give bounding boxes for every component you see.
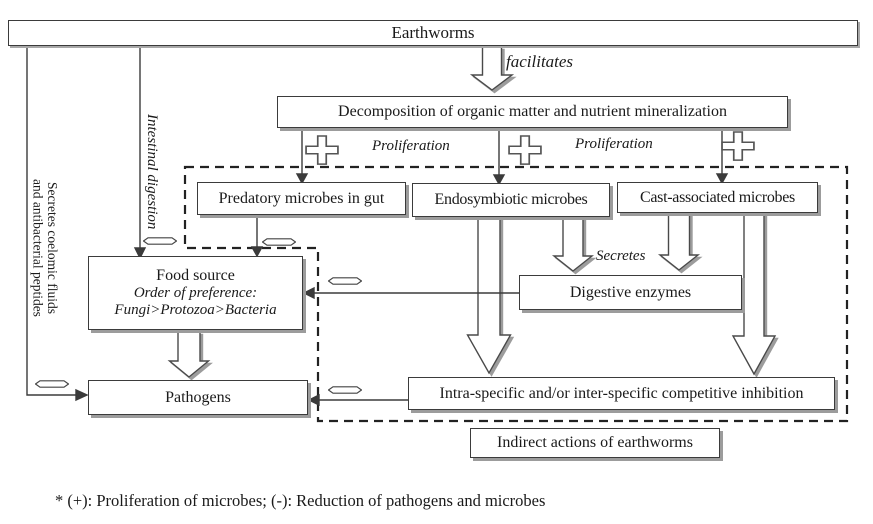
cast-secretes-arrow	[657, 212, 701, 271]
node-food-source: Food source Order of preference: Fungi>P…	[88, 256, 303, 330]
decomposition-to-predatory-line	[295, 129, 309, 185]
label-proliferation-left: Proliferation	[372, 138, 450, 154]
node-digestive-enzymes: Digestive enzymes	[519, 275, 742, 310]
minus-icon	[35, 380, 69, 388]
indirect-actions-dashed-border	[183, 165, 849, 423]
endosymbiotic-secretes-arrow	[551, 216, 595, 272]
label-secretes: Secretes	[596, 248, 646, 264]
food-source-preference: Fungi>Protozoa>Bacteria	[114, 301, 277, 318]
minus-icon	[143, 237, 177, 245]
inhibition-to-pathogens-line	[307, 393, 408, 407]
footnote: * (+): Proliferation of microbes; (-): R…	[55, 491, 546, 510]
node-predatory-microbes: Predatory microbes in gut	[197, 182, 406, 215]
minus-icon	[262, 238, 296, 246]
decomposition-to-cast-line	[715, 129, 729, 185]
coelomic-line2: and antibacterial peptides	[30, 178, 46, 317]
plus-icon	[305, 135, 339, 165]
minus-icon	[328, 386, 362, 394]
food-source-subtitle: Order of preference:	[133, 285, 258, 302]
coelomic-line1: Secretes coelomic fluids	[45, 181, 61, 314]
label-proliferation-right: Proliferation	[575, 136, 653, 152]
node-competitive-inhibition: Intra-specific and/or inter-specific com…	[408, 377, 835, 410]
node-earthworms: Earthworms	[8, 20, 858, 46]
intestinal-digestion-line	[133, 46, 147, 260]
foodsource-pathogens-arrow	[167, 331, 211, 378]
predatory-to-foodsource-line	[250, 215, 264, 258]
node-pathogens: Pathogens	[88, 380, 308, 415]
endosymbiotic-inhibition-arrow	[466, 216, 512, 375]
label-coelomic-fluids: Secretes coelomic fluids and antibacteri…	[30, 150, 61, 345]
facilitates-arrow	[469, 46, 515, 91]
decomposition-to-endosymbiotic-line	[492, 129, 506, 186]
label-facilitates: facilitates	[506, 52, 574, 71]
food-source-title: Food source	[156, 267, 235, 285]
plus-icon	[508, 135, 542, 165]
node-endosymbiotic-microbes: Endosymbiotic microbes	[412, 183, 610, 217]
minus-icon	[328, 277, 362, 285]
node-indirect-actions: Indirect actions of earthworms	[470, 428, 720, 458]
node-cast-associated-microbes: Cast-associated microbes	[617, 182, 818, 213]
node-decomposition: Decomposition of organic matter and nutr…	[277, 96, 788, 128]
label-intestinal-digestion: Intestinal digestion	[144, 114, 161, 230]
coelomic-fluids-line	[26, 46, 89, 402]
digestive-to-foodsource-line	[302, 286, 519, 300]
plus-icon	[721, 131, 755, 161]
cast-inhibition-arrow	[731, 212, 777, 376]
